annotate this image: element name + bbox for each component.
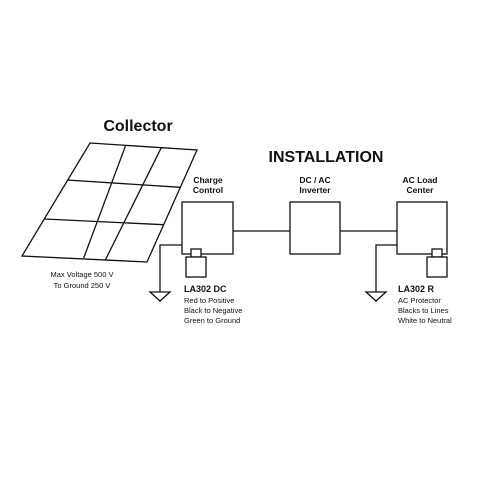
collector-grid-line (44, 218, 164, 226)
charge-control-note-1: Red to Positive (184, 296, 234, 305)
solar-collector-panel (20, 142, 198, 263)
installation-title: INSTALLATION (269, 149, 384, 166)
load-center-box (396, 201, 448, 255)
load-center-note-3: White to Neutral (398, 316, 452, 325)
charge-control-note-2: Black to Negative (184, 306, 242, 315)
protector-body-icon (426, 256, 448, 278)
ground-wire (159, 244, 182, 292)
ground-wire (375, 244, 397, 292)
ground-symbol-icon (364, 291, 388, 302)
collector-voltage-line-2: To Ground 250 V (54, 281, 111, 290)
ground-symbol-icon (148, 291, 172, 302)
charge-control-note-3: Green to Ground (184, 316, 240, 325)
charge-control-label-line-1: Charge (193, 175, 223, 185)
charge-control-box (181, 201, 234, 255)
load-center-label-line-2: Center (407, 185, 435, 195)
collector-grid-line (104, 147, 162, 261)
inverter-box (289, 201, 341, 255)
inverter-label-line-2: Inverter (299, 185, 331, 195)
la302r-protector (426, 248, 448, 278)
la302dc-protector (185, 248, 207, 278)
protector-body-icon (185, 256, 207, 278)
collector-title: Collector (103, 118, 172, 135)
collector-grid-line (66, 179, 181, 188)
load-center-note-1: AC Protector (398, 296, 441, 305)
charge-control-ground (148, 244, 182, 302)
load-center-ground (364, 244, 397, 302)
inverter-label-line-1: DC / AC (299, 175, 330, 185)
charge-control-model: LA302 DC (184, 284, 227, 294)
load-center-model: LA302 R (398, 284, 435, 294)
load-center-label-line-1: AC Load (403, 175, 438, 185)
load-center-note-2: Blacks to Lines (398, 306, 449, 315)
collector-outline (20, 142, 198, 263)
protector-lead (190, 248, 202, 258)
charge-control-label-line-2: Control (193, 185, 223, 195)
collector-voltage-line-1: Max Voltage 500 V (51, 270, 114, 279)
protector-lead (431, 248, 443, 258)
collector-grid-line (83, 145, 127, 259)
